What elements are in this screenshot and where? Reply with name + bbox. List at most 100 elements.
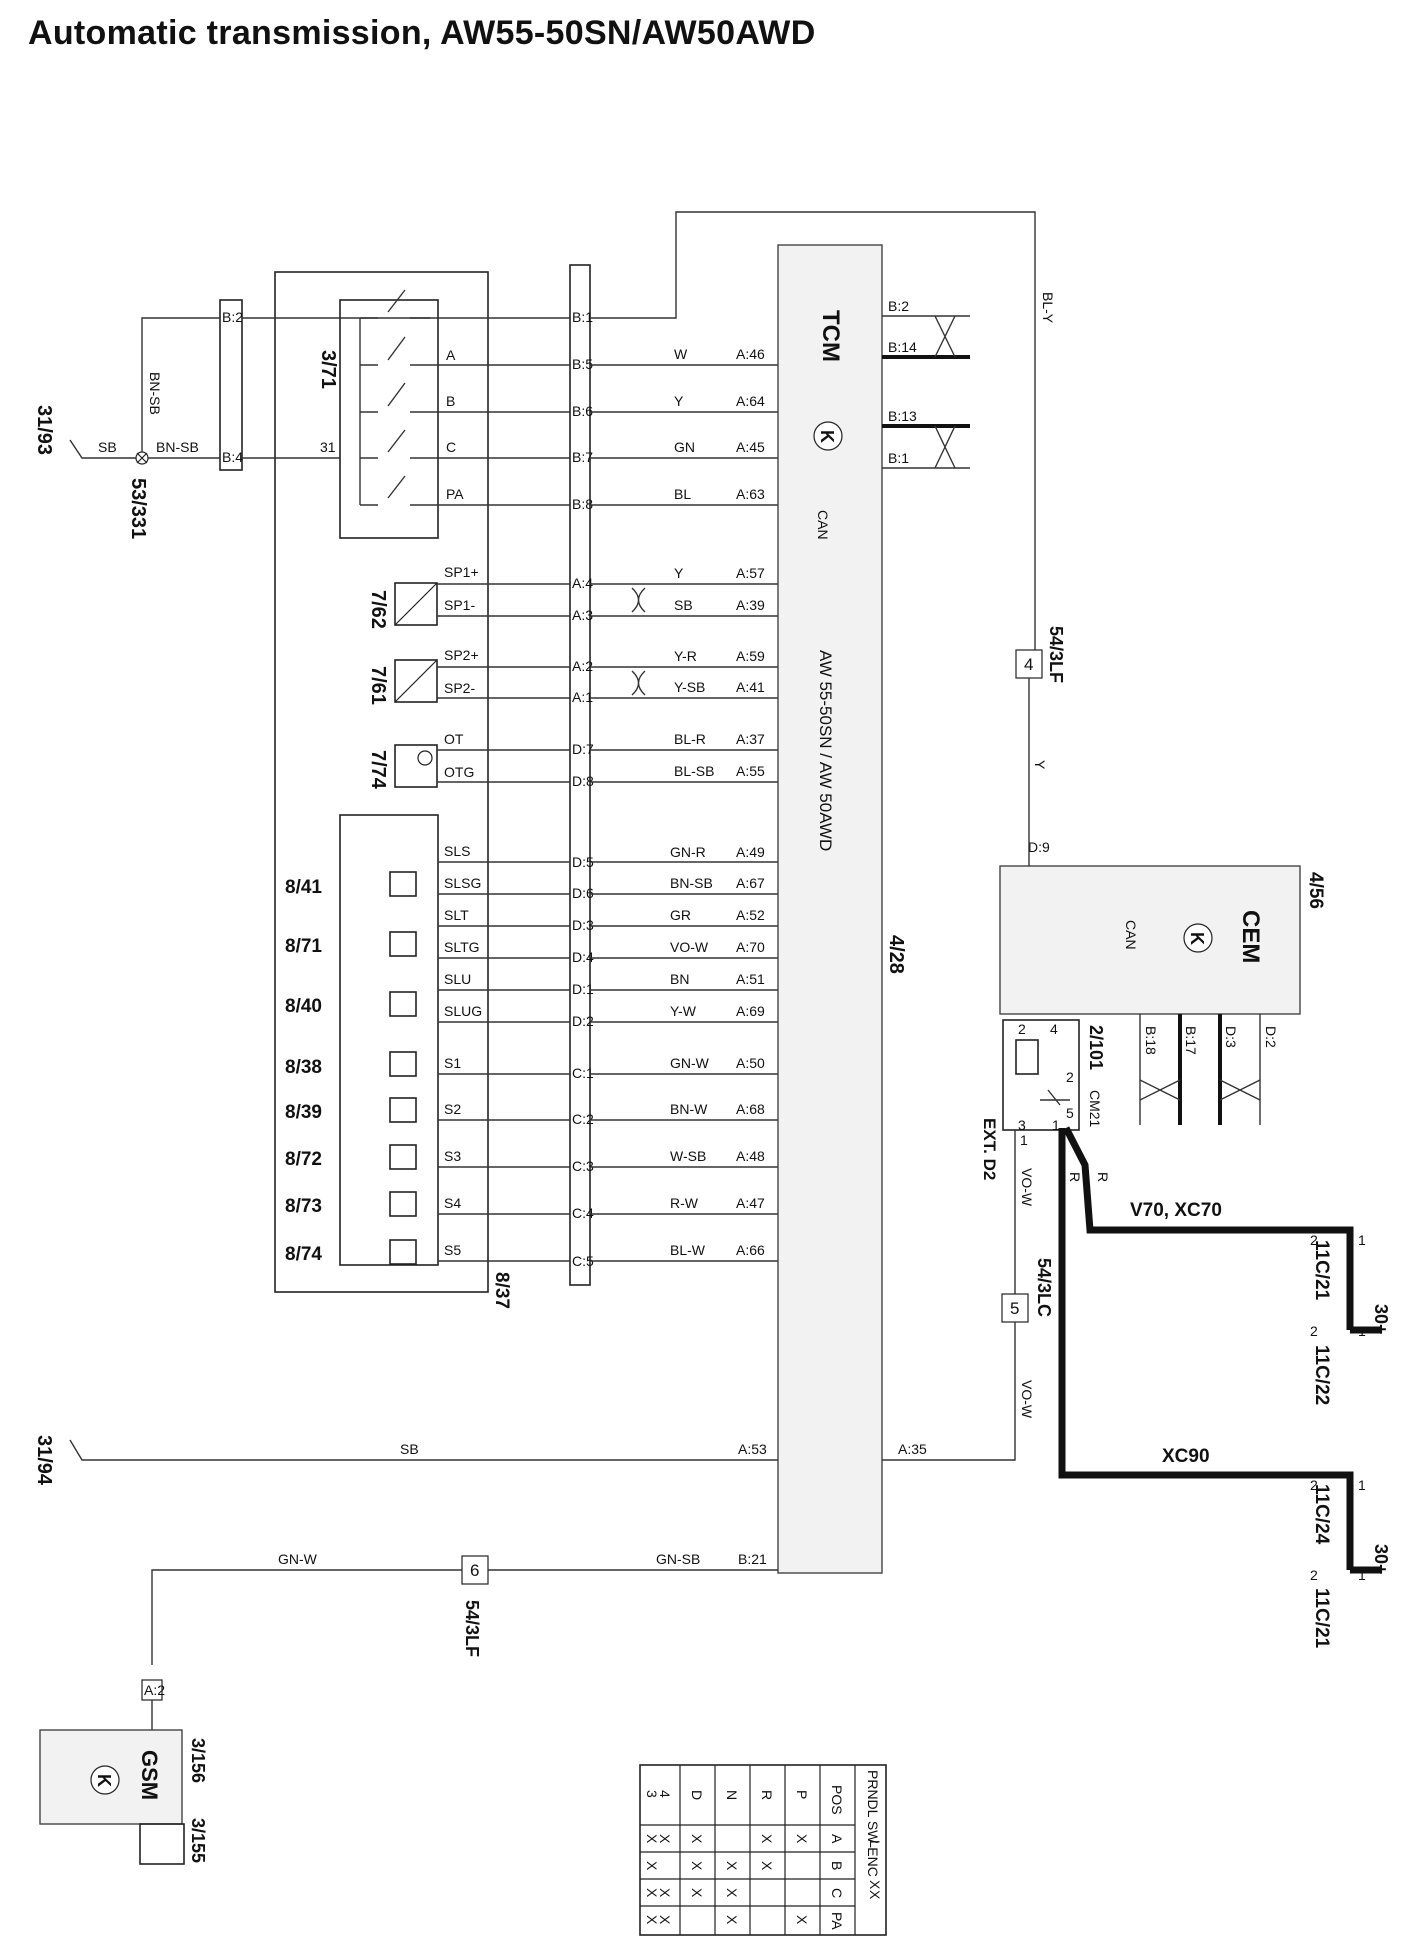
tcm-b-pin-0: B:2 [888,298,909,314]
sol-pin-7: S2 [444,1101,461,1117]
relay-2-101-label: 2/101 [1086,1025,1106,1070]
switch-pin-c: C [446,439,456,455]
relay-ext-d2-label: EXT. D2 [980,1118,999,1180]
speed-color-0: Y [674,565,684,581]
sol-color-7: BN-W [670,1101,708,1117]
wire-bnsb-up [141,317,220,452]
harness-8-37-label: 8/37 [491,1272,512,1309]
splice-54-3lc-label: 54/3LC [1034,1258,1054,1317]
sol-tcm-0: A:49 [736,844,765,860]
sol-tcm-10: A:66 [736,1242,765,1258]
power-30-b: 30+ [1371,1544,1391,1575]
sol-color-3: VO-W [670,939,709,955]
prndl-r4-pos: 4 [657,1790,673,1798]
wire-bly-to-cem [590,211,1036,660]
cem-k-letter: K [1187,932,1207,945]
tcm-a53-pin: A:53 [738,1441,767,1457]
speed-pin-5: OTG [444,764,474,780]
fuse-pin-5: 1 [1358,1477,1366,1493]
speed-conn-3: A:1 [572,689,593,705]
sol-pin-10: S5 [444,1242,461,1258]
switch-pin-b: B [446,393,455,409]
cem-pin-1: B:17 [1183,1026,1199,1055]
cem-name: CEM [1237,910,1264,963]
ground-wire-31-94 [69,1439,778,1461]
sol-color-4: BN [670,971,689,987]
tcm-can-pins: B:2 B:14 B:13 B:1 [882,298,970,469]
prndl-r6-pa: X [867,1890,883,1900]
sol-tcm-7: A:68 [736,1101,765,1117]
prndl-r5-a: X [644,1834,660,1844]
fuse-pin-6: 2 [1310,1567,1318,1583]
switch-tcm-b: A:64 [736,393,765,409]
speed-tcm-3: A:41 [736,679,765,695]
switch-pin-a: A [446,347,456,363]
sol-conn-1: D:6 [572,885,594,901]
ground-31-94-label: 31/94 [33,1435,55,1486]
speed-color-4: BL-R [674,731,706,747]
tcm-name: TCM [817,310,844,362]
sol-pin-5: SLUG [444,1003,482,1019]
speed-tcm-5: A:55 [736,763,765,779]
sol-pin-1: SLSG [444,875,481,891]
relay-cm21-label: CM21 [1087,1090,1103,1128]
sol-color-9: R-W [670,1195,699,1211]
prndl-r2-c: X [724,1888,740,1898]
wire-vow-lower-label: VO-W [1019,1380,1035,1419]
sol-conn-3: D:4 [572,949,594,965]
sol-pin-0: SLS [444,843,470,859]
xc90-label: XC90 [1162,1446,1210,1467]
fuses: 2 1 2 1 2 1 2 1 11C/21 11C/22 11C/24 11C… [1310,1232,1391,1649]
sol-pin-8: S3 [444,1148,461,1164]
splice-5-number: 5 [1010,1299,1019,1318]
page-title: Automatic transmission, AW55-50SN/AW50AW… [28,14,816,52]
sol-tcm-8: A:48 [736,1148,765,1164]
speed-sensor-7-61 [394,659,438,703]
relay-2-101 [1002,1019,1080,1131]
cem-d9-pin: D:9 [1028,839,1050,855]
splice-4-number: 4 [1024,655,1033,674]
sol-pin-9: S4 [444,1195,461,1211]
fuse-pin-0: 2 [1310,1232,1318,1248]
wire-bly-label: BL-Y [1040,292,1056,324]
fuse-11c21-a: 11C/21 [1311,1240,1332,1301]
tcm-k-icon [813,421,843,451]
tcm-b-pin-2: B:13 [888,408,917,424]
sol-conn-7: C:2 [572,1111,594,1127]
prndl-col-b: B [829,1861,845,1870]
prndl-r6-c: X [867,1880,883,1890]
solenoid-group-box [339,814,439,1266]
sol-pin-6: S1 [444,1055,461,1071]
speed-conn-4: D:7 [572,741,594,757]
prndl-r2-b: X [724,1861,740,1871]
splice-54-3lf-b-label: 54/3LF [462,1600,482,1657]
sol-tcm-9: A:47 [736,1195,765,1211]
prndl-r5-c: X [644,1888,660,1898]
speed-pin-2: SP2+ [444,647,479,663]
speed-color-3: Y-SB [674,679,705,695]
conn-b1: B:1 [572,309,593,325]
cem-4-56-label: 4/56 [1305,872,1326,909]
connector-strip [569,264,591,1286]
relay-pin-3: 4 [1050,1021,1058,1037]
sol-tcm-3: A:70 [736,939,765,955]
prndl-r5-pos: 3 [644,1790,660,1798]
solenoid-label-3: 8/38 [285,1057,322,1078]
sol-conn-8: C:3 [572,1158,594,1174]
cem-k-icon [1183,923,1213,953]
relay-pin-2: 3 [1018,1117,1026,1133]
speed-pin-0: SP1+ [444,564,479,580]
sensor-7-61-label: 7/61 [367,666,389,705]
sol-conn-9: C:4 [572,1205,594,1221]
gsm-3-156-label: 3/156 [188,1738,208,1783]
switch-pin-rows: A B:5 W A:46 B B:6 Y A:64 C B:7 GN A:45 … [440,346,778,512]
sol-tcm-4: A:51 [736,971,765,987]
switch-tcm-c: A:45 [736,439,765,455]
tcm-module [777,244,883,1574]
prndl-r5-pa: X [644,1915,660,1925]
power-wire-v70 [1062,1126,1354,1330]
v70-xc70-label: V70, XC70 [1130,1200,1222,1221]
sol-conn-5: D:2 [572,1013,594,1029]
fuse-pin-7: 1 [1358,1567,1366,1583]
fuse-pin-2: 2 [1310,1323,1318,1339]
